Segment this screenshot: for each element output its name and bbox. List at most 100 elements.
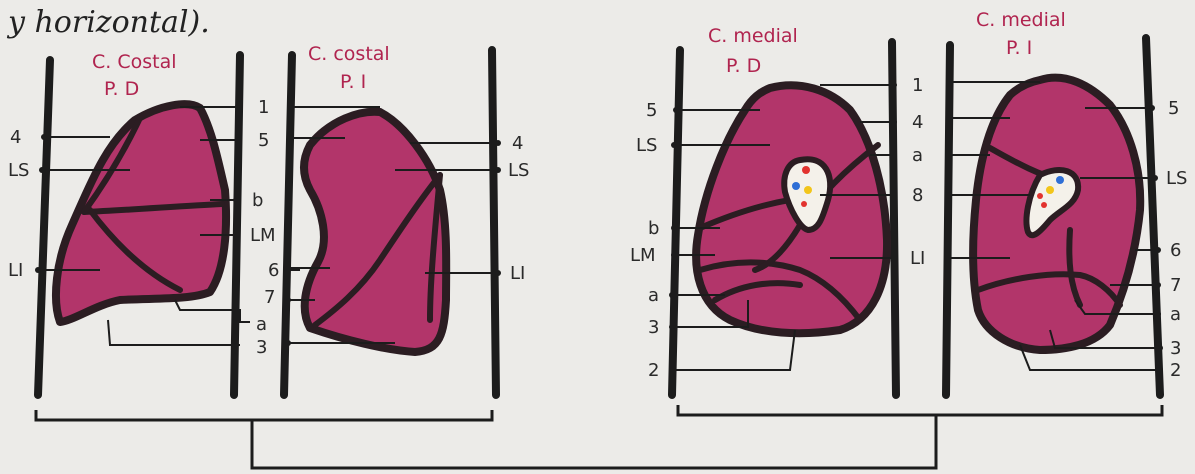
tick-dot: [35, 267, 41, 273]
label-4: 4: [912, 112, 923, 133]
label-a: a: [1170, 304, 1181, 325]
label-3: 3: [1170, 338, 1181, 359]
tick-dot: [233, 232, 239, 238]
hilum-dot-red: [802, 166, 810, 174]
label-li: LI: [8, 260, 23, 281]
hilum-dot-red: [1037, 193, 1043, 199]
tick-dot: [1149, 105, 1155, 111]
tick-dot: [891, 82, 897, 88]
tick-dot: [495, 140, 501, 146]
label-b: b: [648, 218, 659, 239]
label-b: b: [252, 190, 263, 211]
panel-medial-left: C. medial P. I: [945, 9, 1187, 395]
panel-title-costal-right-line2: P. D: [104, 78, 139, 100]
bracket-costal: [36, 410, 492, 420]
bracket-medial: [678, 405, 1162, 415]
label-4: 4: [10, 127, 21, 148]
tick-dot: [285, 265, 291, 271]
label-4: 4: [512, 133, 523, 154]
tick-dot: [39, 167, 45, 173]
tick-dot: [233, 342, 239, 348]
label-2: 2: [648, 360, 659, 381]
label-a: a: [256, 314, 267, 335]
tick-dot: [1157, 345, 1163, 351]
label-3: 3: [648, 317, 659, 338]
tick-dot: [1157, 367, 1163, 373]
tick-dot: [891, 119, 897, 125]
tick-dot: [287, 104, 293, 110]
tick-dot: [947, 115, 953, 121]
label-ls: LS: [636, 135, 657, 156]
tick-dot: [891, 152, 897, 158]
tick-dot: [891, 255, 897, 261]
ruler-bar-left: [38, 60, 50, 395]
panel-title-costal-right-line1: C. Costal: [92, 51, 177, 73]
label-5: 5: [258, 130, 269, 151]
label-1: 1: [258, 97, 269, 118]
panel-title-costal-left-line1: C. costal: [308, 43, 390, 65]
ruler-bar-left: [672, 50, 680, 395]
hilum-dot-yellow: [1046, 186, 1054, 194]
tick-dot: [891, 192, 897, 198]
ruler-bar-right: [1146, 38, 1160, 395]
tick-dot: [285, 340, 291, 346]
hilum-dot-blue: [1056, 176, 1064, 184]
panel-title-medial-left-line1: C. medial: [976, 9, 1066, 31]
panel-title-medial-left-line2: P. I: [1006, 37, 1032, 59]
header-text: y horizontal).: [6, 5, 210, 40]
label-ls: LS: [508, 160, 529, 181]
tick-dot: [233, 197, 239, 203]
tick-dot: [669, 292, 675, 298]
tick-dot: [41, 134, 47, 140]
panel-title-medial-right-line1: C. medial: [708, 25, 798, 47]
bracket-connector: [252, 415, 936, 468]
panel-costal-right: C. Costal P. D 4 LS LI 1 5 b LM 6: [8, 51, 300, 395]
label-6: 6: [268, 260, 279, 281]
tick-dot: [947, 79, 953, 85]
label-7: 7: [264, 287, 275, 308]
label-5: 5: [1168, 98, 1179, 119]
tick-dot: [235, 137, 241, 143]
ruler-bar-right: [492, 50, 496, 395]
label-ls: LS: [8, 160, 29, 181]
hilum-dot-yellow: [804, 186, 812, 194]
tick-dot: [495, 167, 501, 173]
ruler-bar-right: [892, 42, 896, 395]
label-li: LI: [510, 263, 525, 284]
panel-costal-left: C. costal P. I 4 LS LI: [284, 43, 529, 395]
tick-dot: [669, 367, 675, 373]
tick-dot: [1155, 282, 1161, 288]
label-a: a: [912, 145, 923, 166]
tick-dot: [1155, 311, 1161, 317]
label-3: 3: [256, 337, 267, 358]
label-li: LI: [910, 248, 925, 269]
tick-dot: [287, 135, 293, 141]
label-ls: LS: [1166, 168, 1187, 189]
label-a: a: [648, 285, 659, 306]
label-6: 6: [1170, 240, 1181, 261]
label-lm: LM: [250, 225, 276, 246]
tick-dot: [495, 270, 501, 276]
tick-dot: [945, 192, 951, 198]
tick-dot: [1152, 175, 1158, 181]
label-8: 8: [912, 185, 923, 206]
tick-dot: [671, 142, 677, 148]
tick-dot: [235, 104, 241, 110]
hilum-dot-blue: [792, 182, 800, 190]
leader-3-right: [108, 320, 240, 345]
tick-dot: [669, 324, 675, 330]
ruler-bar-left: [946, 45, 950, 395]
panel-medial-right: C. medial P. D: [630, 25, 925, 395]
label-5: 5: [646, 100, 657, 121]
label-2: 2: [1170, 360, 1181, 381]
label-lm: LM: [630, 245, 656, 266]
panel-title-medial-right-line2: P. D: [726, 55, 761, 77]
tick-dot: [1155, 247, 1161, 253]
hilum-dot-red: [801, 201, 807, 207]
tick-dot: [945, 152, 951, 158]
hilum-dot-red: [1041, 202, 1047, 208]
tick-dot: [671, 252, 677, 258]
tick-dot: [671, 225, 677, 231]
label-7: 7: [1170, 275, 1181, 296]
